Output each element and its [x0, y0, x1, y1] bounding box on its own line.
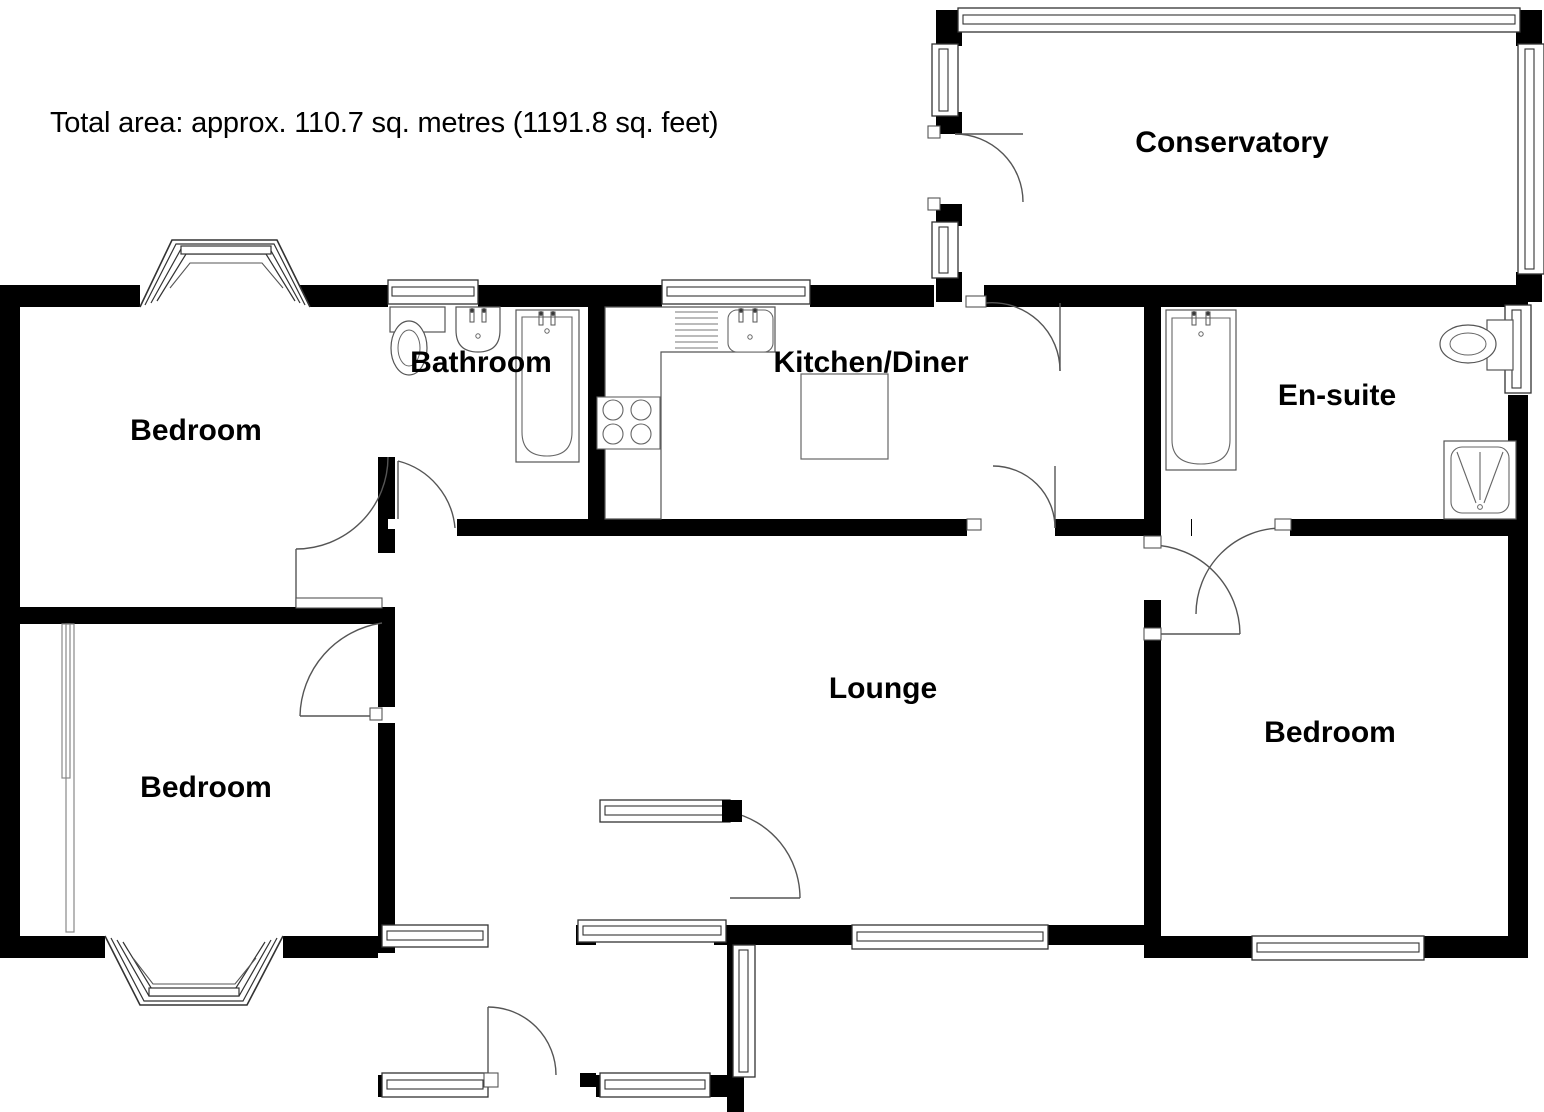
bay-window-rear-left-bedroom: [104, 935, 284, 1006]
room-label-kitchen-diner: Kitchen/Diner: [773, 346, 968, 379]
wall-exterior-top-centre-d: [984, 285, 1076, 307]
window-porch-bottom-right: [599, 1072, 711, 1098]
wall-exterior-bottom-right-b: [1424, 936, 1528, 958]
walls-group: [0, 10, 1542, 1112]
window-hall-upper-left: [599, 799, 731, 823]
room-label-bedroom-front-left: Bedroom: [130, 414, 262, 447]
wall-interior-kitchen-bottom-b: [1055, 519, 1161, 536]
window-conservatory-right: [1517, 43, 1544, 275]
window-conservatory-top: [957, 7, 1521, 33]
total-area-caption: Total area: approx. 110.7 sq. metres (11…: [50, 107, 719, 139]
window-lounge-left: [851, 924, 1049, 950]
bathroom-fixtures: [389, 306, 580, 463]
room-label-bedroom-rear-left: Bedroom: [140, 771, 272, 804]
kitchen-sink-icon: [727, 309, 774, 353]
wall-exterior-bottom-lounge-a: [727, 925, 852, 945]
room-label-bedroom-rear-right: Bedroom: [1264, 716, 1396, 749]
window-bathroom: [387, 279, 479, 305]
wall-interior-left-hall-mid: [378, 607, 395, 715]
kitchen-drainer-icon: [675, 311, 718, 349]
windows-group: [381, 7, 1544, 1098]
doors-group: [295, 125, 1292, 1088]
door-lounge-kitchen: [966, 465, 1056, 536]
room-label-lounge: Lounge: [829, 672, 937, 705]
door-porch-entrance: [483, 1006, 596, 1088]
wall-interior-kitchen-bottom: [605, 519, 967, 536]
kitchen-table-icon: [800, 373, 889, 460]
door-hall-lounge: [722, 800, 801, 899]
ensuite-fixtures: [1165, 309, 1517, 520]
wall-exterior-top-centre-a: [382, 285, 388, 307]
wall-exterior-bottom-lounge-b: [1048, 925, 1144, 945]
bedroom-wardrobe-fixture: [61, 623, 75, 933]
room-label-ensuite: En-suite: [1278, 379, 1396, 412]
room-label-bathroom: Bathroom: [410, 346, 552, 379]
wall-interior-right-vertical-lower: [1144, 600, 1161, 958]
window-hall-mid-left: [577, 919, 727, 943]
wall-exterior-bottom-left-b: [283, 936, 378, 958]
bay-windows-group: [104, 239, 311, 1006]
wall-interior-ensuite-bottom-b: [1290, 519, 1528, 536]
bathroom-basin-icon: [455, 306, 501, 353]
window-conservatory-left-lower: [931, 221, 959, 279]
door-bathroom: [388, 460, 457, 536]
door-kitchen-conservatory: [965, 285, 1061, 372]
wall-interior-right-vertical-upper: [1144, 285, 1161, 536]
wall-exterior-top-centre-c: [810, 285, 934, 307]
window-bedroom-rear-right: [1251, 935, 1425, 961]
room-labels-group: Bedroom Bedroom Bathroom Kitchen/Diner C…: [130, 126, 1396, 804]
door-bedroom-rear-right: [1143, 535, 1241, 641]
wall-exterior-bottom-right-a: [1144, 936, 1252, 958]
window-porch-bottom-left: [381, 1072, 489, 1098]
kitchen-worktop: [604, 306, 776, 520]
wall-exterior-top-centre-b: [478, 285, 662, 307]
kitchen-fixtures: [596, 306, 889, 520]
wall-exterior-top-left-a: [0, 285, 140, 307]
wall-conservatory-post-left-mid-a: [936, 112, 962, 134]
wall-exterior-top-right: [1076, 285, 1528, 307]
wall-interior-left-hall-lower: [378, 723, 395, 953]
room-label-conservatory: Conservatory: [1135, 126, 1329, 159]
wall-exterior-bottom-left-a: [0, 936, 105, 958]
door-conservatory-entry: [927, 125, 1024, 211]
window-porch-right-side: [732, 944, 756, 1078]
window-conservatory-left-upper: [931, 43, 959, 117]
door-bedroom-rear-left: [299, 622, 395, 721]
window-kitchen: [661, 279, 811, 305]
wall-conservatory-corner-br: [1516, 272, 1542, 302]
door-ensuite: [1161, 518, 1292, 615]
window-porch-left-a: [381, 924, 489, 948]
door-bedroom-front-left: [295, 447, 395, 609]
wall-interior-bathroom-bottom: [455, 519, 605, 536]
wall-exterior-top-left-b: [300, 285, 382, 307]
wall-interior-left-bedrooms: [0, 607, 380, 624]
bay-window-front-left-bedroom: [139, 239, 311, 308]
wall-conservatory-post-left-mid-b: [936, 204, 962, 226]
